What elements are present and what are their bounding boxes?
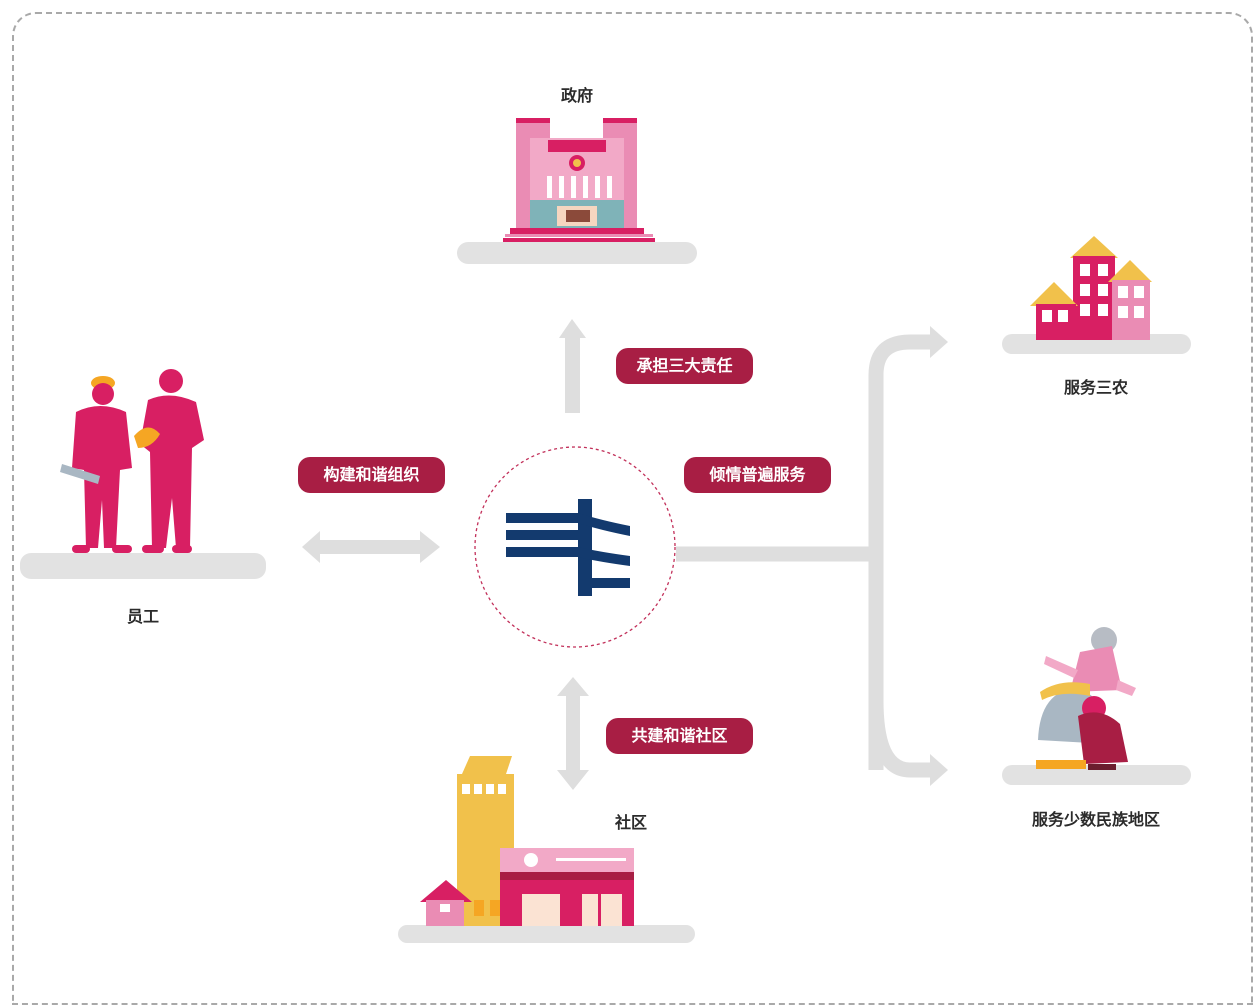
arrow-up-government [559,319,586,413]
minority-label: 服务少数民族地区 [1031,810,1160,829]
arrow-branch-service [676,334,932,778]
employees-label: 员工 [126,607,159,626]
relation-service-pill: 倾情普遍服务 [684,457,831,493]
government-base [457,242,697,264]
relation-employees-pill: 构建和谐组织 [298,457,445,493]
arrow-double-community [557,677,589,790]
workers-icon [60,369,204,553]
minority-dancers-icon [1036,627,1136,770]
arrow-head-minority [930,754,948,786]
relation-government-pill: 承担三大责任 [616,348,753,384]
arrow-head-rural [930,326,948,358]
rural-label: 服务三农 [1063,378,1128,397]
government-building-icon [503,118,655,242]
minority-base [1002,765,1191,785]
arrow-double-employees [302,531,440,563]
relation-community-pill: 共建和谐社区 [606,718,753,754]
community-buildings-icon [420,756,634,926]
government-label: 政府 [560,86,593,105]
employees-base [20,553,266,579]
diagram-frame [12,12,1253,1005]
rural-houses-icon [1030,236,1152,340]
community-base [398,925,695,943]
china-mobile-logo-icon [506,499,630,596]
community-label: 社区 [614,813,647,832]
